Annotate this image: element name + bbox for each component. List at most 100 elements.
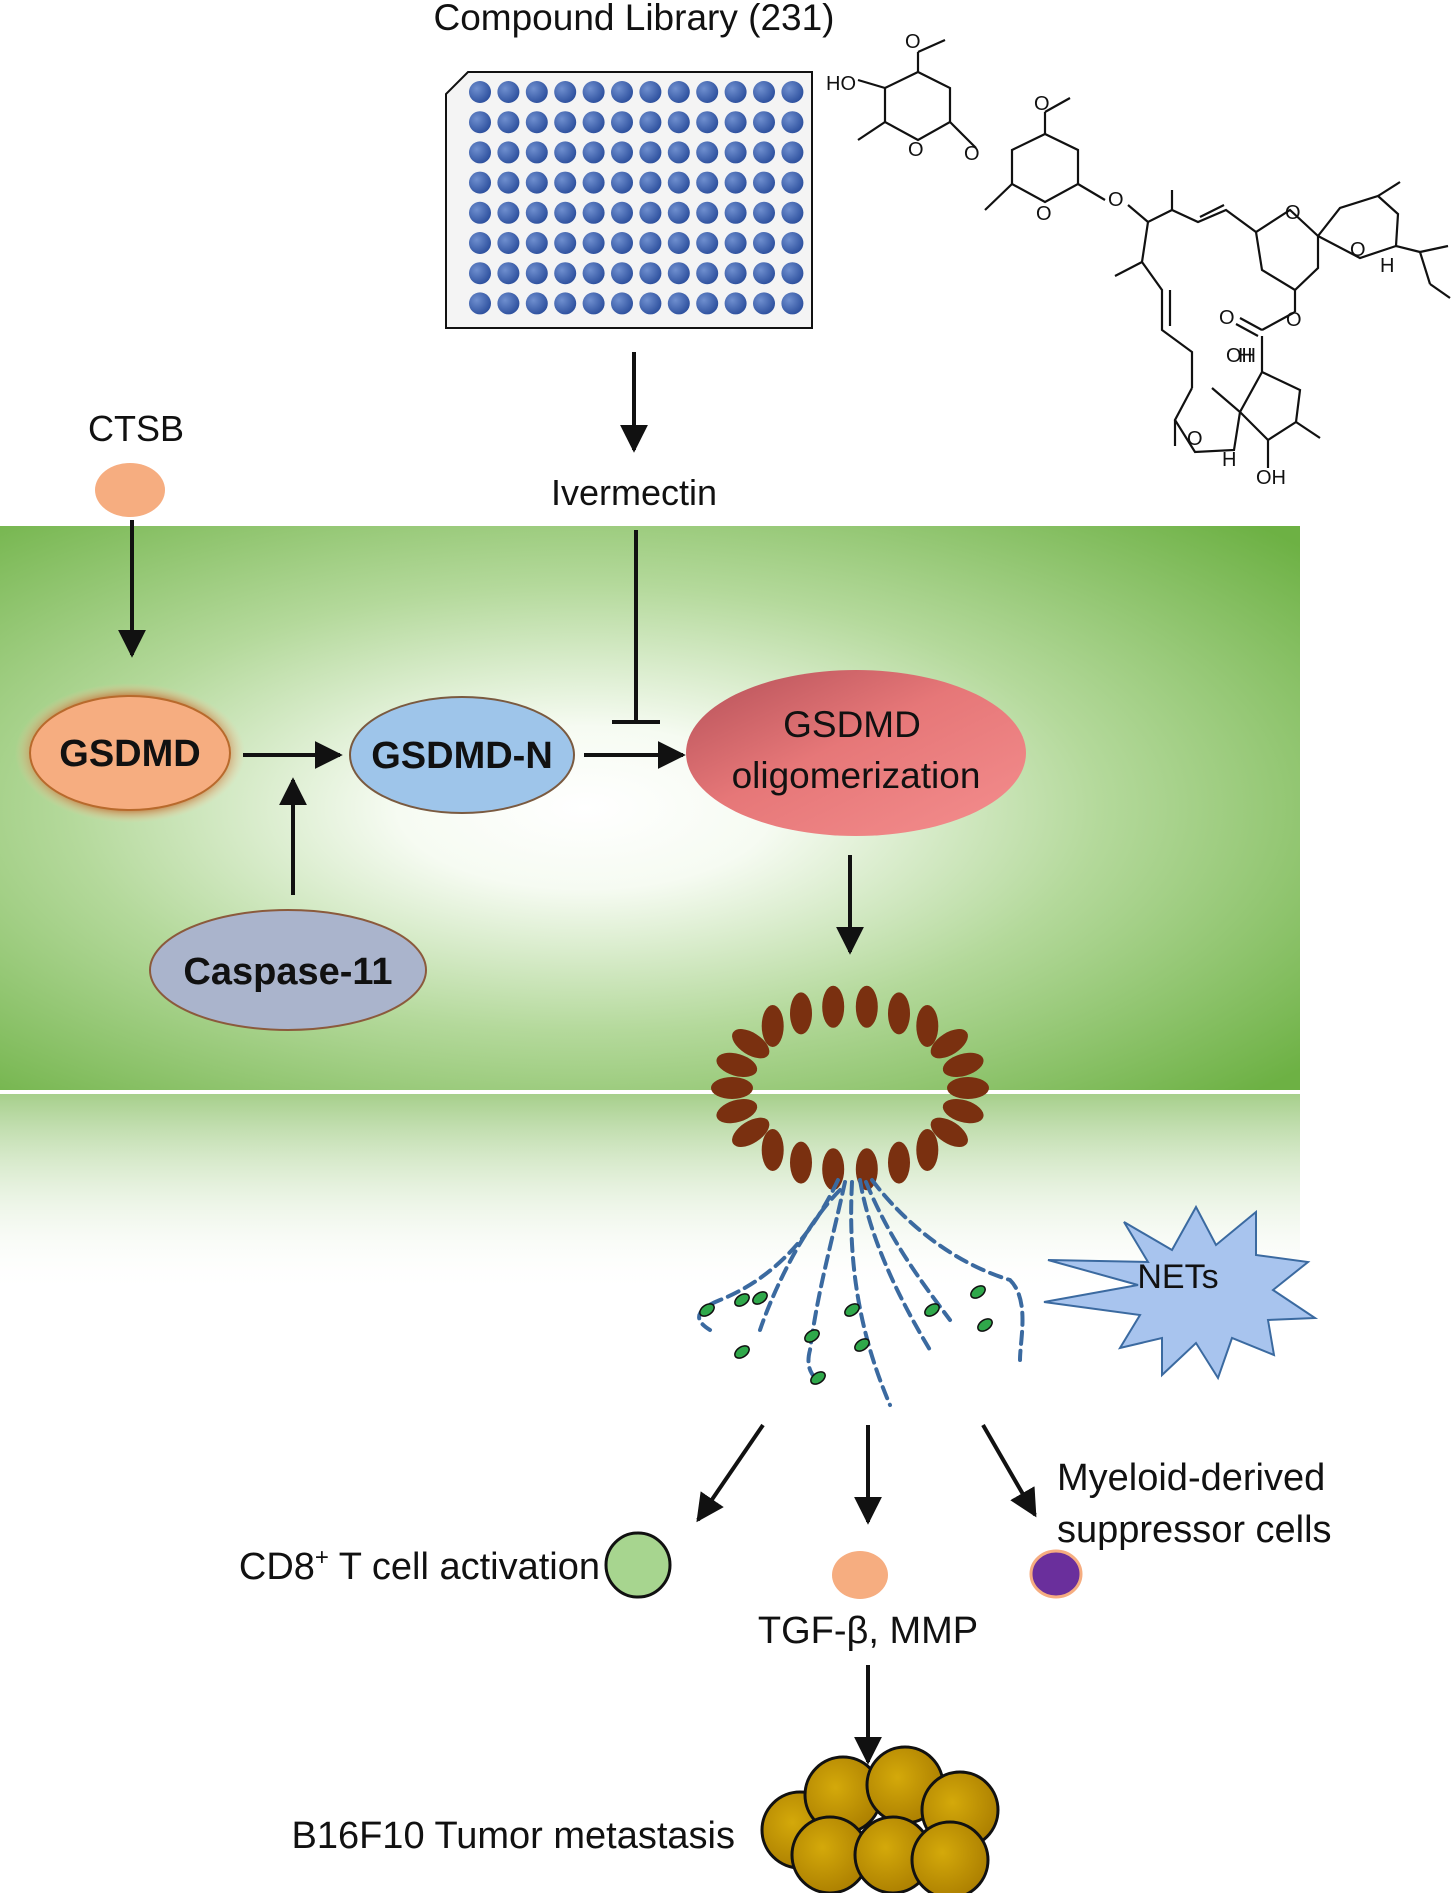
pore-subunit — [947, 1077, 989, 1099]
pore-subunit — [711, 1077, 753, 1099]
plate-well — [667, 171, 690, 194]
plate-well — [611, 232, 633, 254]
plate-well — [696, 232, 719, 254]
net-particle — [924, 1303, 940, 1317]
plate-well — [497, 81, 520, 103]
svg-text:O: O — [1350, 239, 1366, 261]
nets-burst-shape — [1043, 1204, 1319, 1381]
plate-well — [753, 232, 775, 254]
cd8-activation-label: CD8+ T cell activation — [239, 1544, 600, 1588]
cd8-t-cell-icon — [604, 1531, 672, 1599]
plate-well — [554, 292, 577, 315]
plate-well — [781, 171, 804, 194]
net-particle — [804, 1329, 820, 1343]
plate-well — [696, 201, 719, 224]
pore-subunit — [855, 985, 878, 1028]
plate-well — [497, 292, 520, 315]
plate-well — [554, 201, 577, 224]
plate-well — [781, 111, 804, 134]
compound-library-title: Compound Library (231) — [433, 0, 834, 38]
plate-well — [724, 171, 747, 194]
pore-subunit — [790, 1141, 812, 1184]
plate-well — [696, 111, 719, 134]
plate-well — [639, 111, 662, 134]
plate-well — [611, 171, 633, 194]
plate-well — [639, 171, 662, 194]
plate-well — [554, 232, 577, 254]
pore-subunit — [822, 985, 845, 1028]
plate-well — [582, 111, 605, 134]
pore-subunit — [916, 1005, 939, 1047]
plate-well — [554, 141, 577, 164]
plate-well — [696, 171, 719, 194]
svg-text:O: O — [1034, 93, 1050, 115]
tumor-metastasis-label: B16F10 Tumor metastasis — [291, 1815, 735, 1857]
plate-well — [611, 262, 633, 285]
plate-well — [497, 111, 520, 134]
plate-well — [781, 141, 804, 164]
plate-well — [639, 141, 662, 164]
plate-well — [554, 81, 577, 103]
plate-well — [696, 292, 719, 315]
plate-well — [667, 232, 690, 254]
plate-well — [611, 111, 633, 134]
pore-subunit — [888, 1141, 910, 1184]
well-plate-icon — [445, 71, 813, 329]
plate-well — [582, 292, 605, 315]
pore-subunit — [930, 1117, 968, 1147]
tumor-cluster-icon — [760, 1745, 1000, 1893]
svg-text:OH: OH — [1226, 345, 1256, 367]
plate-well — [724, 292, 747, 315]
pore-subunit — [716, 1052, 758, 1078]
svg-text:O: O — [1187, 428, 1203, 450]
plate-well — [611, 201, 633, 224]
pore-subunit — [790, 992, 812, 1035]
plate-well — [554, 111, 577, 134]
nets-to-mdsc-arrow — [981, 1423, 1037, 1518]
plate-well — [469, 262, 491, 285]
net-particle — [844, 1303, 860, 1317]
pore-subunit — [930, 1029, 968, 1059]
caspase-11-node — [149, 909, 427, 1031]
net-particle — [734, 1345, 750, 1359]
plate-well — [696, 262, 719, 285]
plate-well — [639, 201, 662, 224]
svg-text:O: O — [1219, 307, 1235, 329]
svg-text:OH: OH — [1256, 467, 1286, 489]
plate-well — [525, 81, 548, 103]
plate-well — [639, 262, 662, 285]
plate-well — [667, 81, 690, 103]
plate-well — [724, 111, 747, 134]
plate-well — [554, 171, 577, 194]
plate-well — [582, 81, 605, 103]
plate-well — [525, 171, 548, 194]
plate-well — [753, 141, 775, 164]
svg-text:O: O — [1036, 203, 1052, 225]
plate-well — [497, 201, 520, 224]
plate-well — [469, 141, 491, 164]
pore-subunit — [761, 1129, 784, 1171]
gsdmd-oligomerization-node — [686, 670, 1026, 836]
tgf-mmp-label: TGF-β, MMP — [758, 1610, 978, 1652]
plate-well — [469, 201, 491, 224]
plate-well — [724, 201, 747, 224]
pore-subunit — [732, 1029, 770, 1059]
net-particle — [977, 1318, 993, 1332]
svg-text:H: H — [1380, 255, 1394, 277]
plate-well — [525, 232, 548, 254]
plate-well — [724, 141, 747, 164]
svg-text:O: O — [1285, 202, 1301, 224]
plate-well — [582, 232, 605, 254]
plate-well — [639, 292, 662, 315]
net-particle — [854, 1338, 870, 1352]
plate-well — [667, 292, 690, 315]
plate-well — [497, 141, 520, 164]
oligomerization-line1: GSDMD — [783, 704, 921, 745]
plate-well — [611, 141, 633, 164]
tgf-mmp-icon — [832, 1551, 888, 1599]
plate-well — [639, 232, 662, 254]
pore-subunit — [942, 1098, 984, 1124]
pore-subunit — [716, 1098, 758, 1124]
ctsb-label: CTSB — [88, 408, 184, 449]
plate-well — [667, 111, 690, 134]
